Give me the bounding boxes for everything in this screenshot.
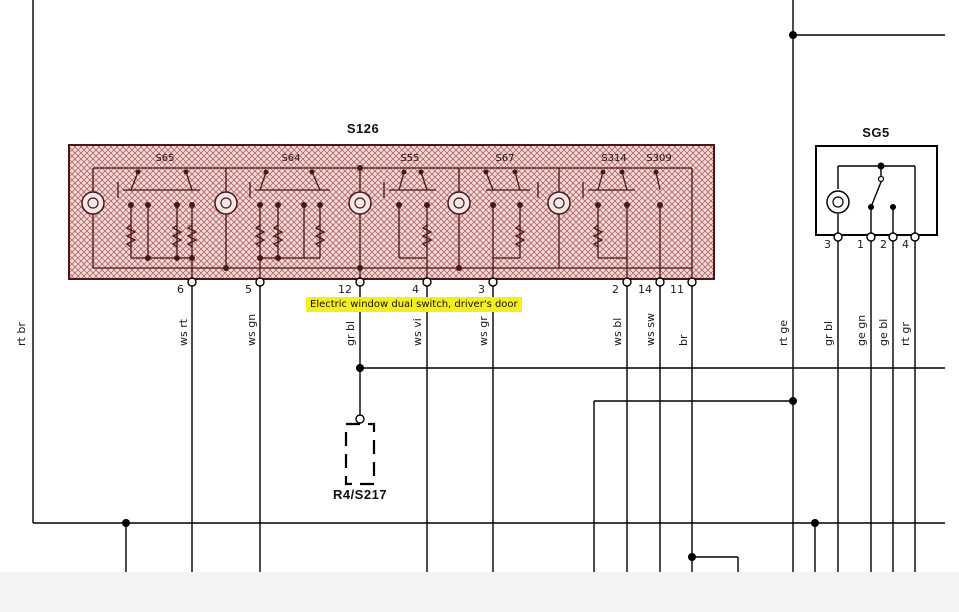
- sg5-pin-terminals: [833, 232, 920, 242]
- wire-label: ws gn: [245, 314, 258, 346]
- lamp-icon: [348, 191, 372, 215]
- switch-label-s67: S67: [495, 153, 514, 164]
- pin-label: 11: [670, 283, 684, 296]
- pin-label: 2: [880, 238, 887, 251]
- sg5-module[interactable]: SG5: [815, 125, 938, 236]
- pin-label: 2: [612, 283, 619, 296]
- s126-module[interactable]: S126: [68, 121, 715, 280]
- switch-label-s314: S314: [601, 153, 626, 164]
- lamp-icon: [547, 191, 571, 215]
- pin-label: 3: [824, 238, 831, 251]
- s126-pin-terminals: [187, 277, 697, 287]
- wire-label: rt ge: [777, 320, 790, 346]
- r4-s217-connector[interactable]: R4/S217: [333, 414, 387, 502]
- wire-label: ws vi: [411, 318, 424, 346]
- wire-label: gr bl: [344, 321, 357, 346]
- switch-label-s64: S64: [281, 153, 300, 164]
- switch-label-s65: S65: [155, 153, 174, 164]
- wire-labels: rt br ws rt ws gn gr bl ws vi ws gr ws b…: [15, 313, 912, 346]
- switch-label-s309: S309: [646, 153, 671, 164]
- pin-label: 4: [412, 283, 419, 296]
- sg5-pin-wires: [837, 240, 916, 572]
- switch-label-s55: S55: [400, 153, 419, 164]
- component-tooltip: Electric window dual switch, driver's do…: [306, 297, 522, 312]
- wire-label: ws gr: [477, 316, 490, 346]
- s126-pin-wires: [191, 285, 693, 572]
- wire-label: br: [677, 334, 690, 346]
- wire-label: ge bl: [877, 319, 890, 346]
- lamp-icon: [214, 191, 238, 215]
- lamp-icon: [826, 190, 850, 214]
- pin-label: 3: [478, 283, 485, 296]
- s126-pin-labels: 6 5 12 4 3 2 14 11: [177, 283, 684, 296]
- frame-wires: [32, 0, 945, 572]
- sg5-pin-labels: 3 1 2 4: [824, 238, 909, 251]
- connector-title: R4/S217: [333, 487, 387, 502]
- s126-lamp-icons: [81, 191, 571, 215]
- pin-label: 14: [638, 283, 652, 296]
- wire-label: ws bl: [611, 318, 624, 346]
- sg5-title: SG5: [862, 125, 890, 140]
- lamp-icon: [447, 191, 471, 215]
- junction-dots: [122, 31, 819, 561]
- bottom-strip: [0, 572, 959, 612]
- pin-label: 12: [338, 283, 352, 296]
- pin-label: 5: [245, 283, 252, 296]
- wire-label: ws rt: [177, 318, 190, 346]
- wire-label: rt br: [15, 322, 28, 346]
- wire-label: ge gn: [855, 315, 868, 346]
- pin-label: 4: [902, 238, 909, 251]
- pin-label: 1: [857, 238, 864, 251]
- wire-label: rt gr: [899, 322, 912, 346]
- lamp-icon: [81, 191, 105, 215]
- wire-label: ws sw: [644, 313, 657, 346]
- pin-label: 6: [177, 283, 184, 296]
- s126-title: S126: [347, 121, 379, 136]
- s126-internal-circuit: [92, 165, 693, 279]
- wire-label: gr bl: [822, 321, 835, 346]
